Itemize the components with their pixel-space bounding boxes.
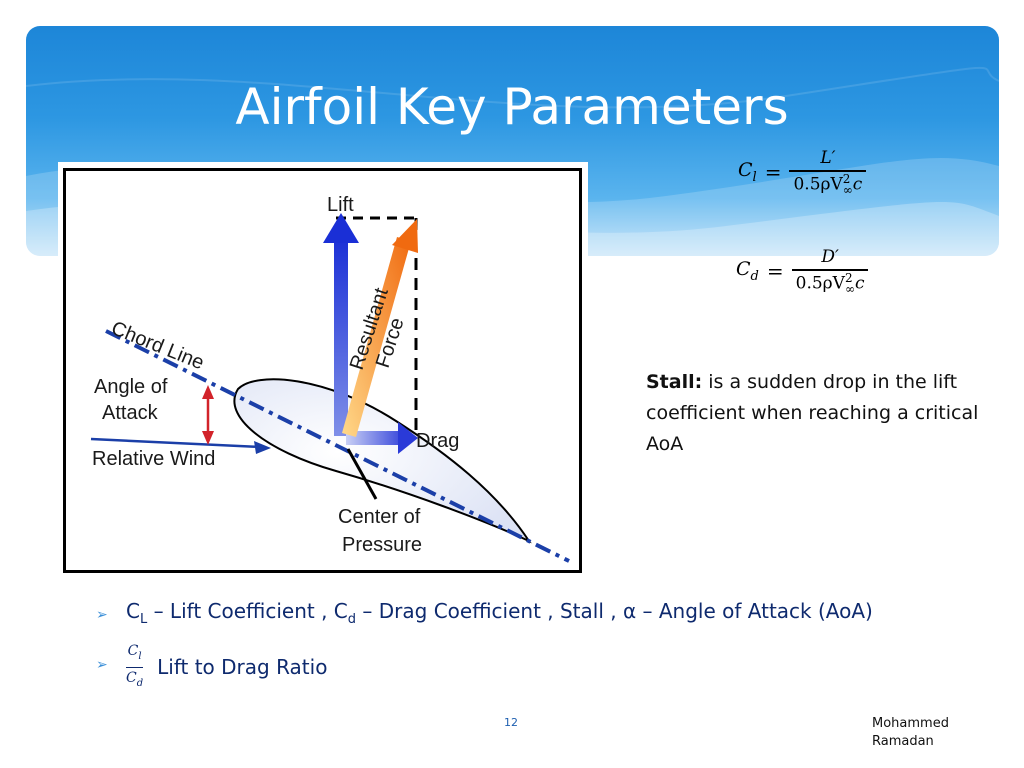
lift-arrow-shaft [334,236,348,436]
stall-term: Stall: [646,371,703,393]
cd-equals: = [766,258,784,283]
resultant-arrowhead [392,219,418,253]
airfoil-diagram: Lift Drag Resultant Force Chord Line Ang… [63,168,582,573]
cd-symbol: Cd [736,257,759,284]
center-of-pressure-pointer [346,448,378,500]
center-of-pressure-label-1: Center of [338,506,421,528]
relative-wind-label: Relative Wind [92,448,215,470]
cl-numerator: L′ [820,148,836,168]
aoa-arrowhead-bottom [202,431,214,445]
resultant-arrow-shaft [342,237,411,437]
lift-to-drag-fraction: Cl Cd [126,643,144,689]
cl-fraction-bar [789,170,867,172]
author-last-name: Ramadan [872,734,934,749]
relative-wind-line [90,437,262,449]
chord-line [105,329,570,563]
bullet-arrow-icon: ➢ [96,607,108,623]
bullet-item-lift-to-drag: ➢ Cl Cd Lift to Drag Ratio [96,643,956,692]
page-title: Airfoil Key Parameters [235,78,789,136]
stall-text: is a sudden drop in the lift coefficient… [646,371,979,455]
cd-fraction-bar [791,269,869,271]
relative-wind-arrowhead [254,441,271,454]
lift-to-drag-text: Lift to Drag Ratio [157,655,328,680]
cl-equals: = [764,159,782,184]
author-first-name: Mohammed [872,716,949,731]
stall-definition: Stall: is a sudden drop in the lift coef… [646,367,986,460]
drag-arrowhead [398,422,418,454]
lift-arrowhead [323,213,359,243]
bullet-arrow-icon: ➢ [96,657,108,673]
page-number: 12 [504,716,518,729]
drag-label: Drag [416,430,459,452]
aoa-arrowhead-top [202,385,214,399]
author-name: Mohammed Ramadan [872,715,992,751]
bullet-item-coefficients: ➢ CL – Lift Coefficient , Cd – Drag Coef… [96,596,956,635]
chord-line-label: Chord Line [108,317,207,374]
bullet-list: ➢ CL – Lift Coefficient , Cd – Drag Coef… [96,596,956,692]
cd-numerator: D′ [821,247,839,267]
angle-of-attack-label-2: Attack [102,402,159,424]
angle-of-attack-label-1: Angle of [94,376,168,398]
lift-label: Lift [327,194,354,216]
center-of-pressure-label-2: Pressure [342,534,422,556]
drag-arrow-shaft [346,431,408,445]
airfoil-diagram-svg: Lift Drag Resultant Force Chord Line Ang… [90,194,570,563]
cl-symbol: Cl [738,158,757,185]
